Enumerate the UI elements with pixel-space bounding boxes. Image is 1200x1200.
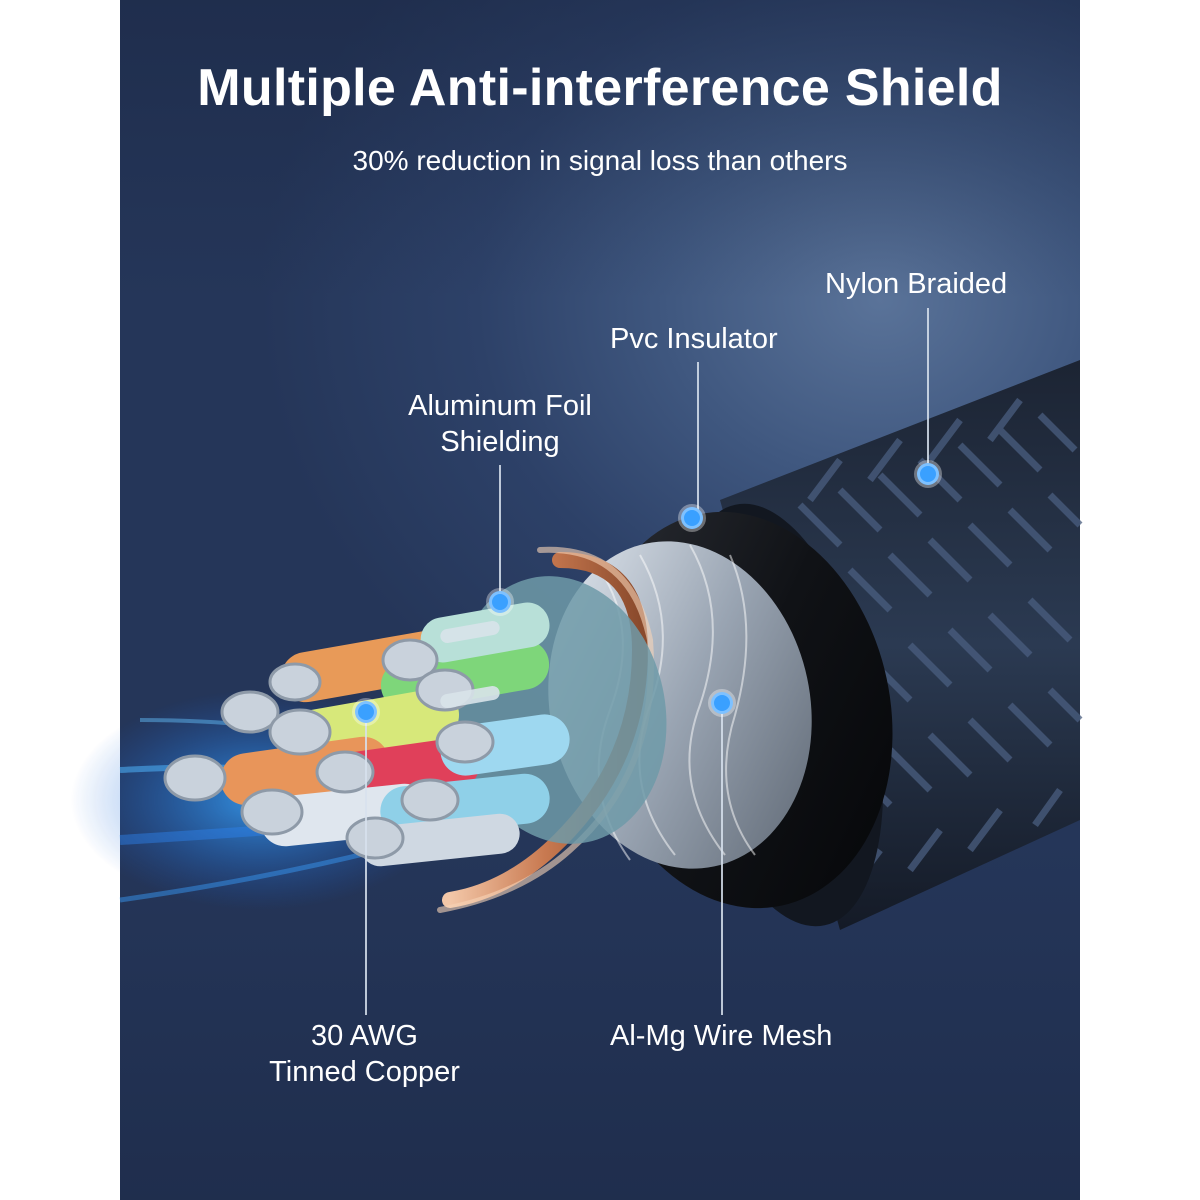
label-wire-mesh: Al-Mg Wire Mesh [610, 1020, 833, 1052]
pvc-callout-dot [678, 504, 706, 532]
mesh-callout-dot [708, 689, 736, 717]
awg-callout-dot [352, 698, 380, 726]
foil-wraps [440, 621, 500, 708]
headline: Multiple Anti-interference Shield [197, 59, 1003, 117]
foil-callout-dot [486, 588, 514, 616]
label-tinned-copper-line2: Tinned Copper [269, 1056, 460, 1088]
label-aluminum-foil-line1: Aluminum Foil [408, 390, 592, 422]
label-tinned-copper: 30 AWG Tinned Copper [262, 1018, 467, 1090]
subheadline: 30% reduction in signal loss than others [352, 145, 848, 176]
conductor-strand-tips [163, 638, 495, 860]
label-pvc-insulator: Pvc Insulator [610, 323, 778, 355]
label-tinned-copper-line1: 30 AWG [311, 1020, 418, 1052]
label-aluminum-foil-line2: Shielding [440, 426, 560, 458]
nylon-callout-dot [914, 460, 942, 488]
label-aluminum-foil: Aluminum Foil Shielding [400, 388, 600, 460]
label-nylon-braided: Nylon Braided [825, 268, 1008, 300]
